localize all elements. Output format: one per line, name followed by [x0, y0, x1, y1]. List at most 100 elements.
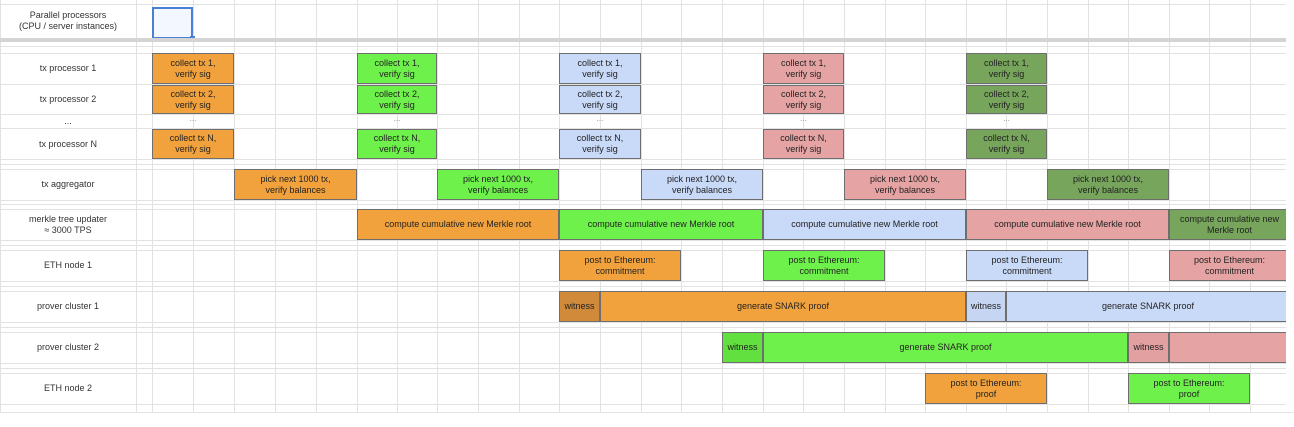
block-label: generate SNARK proof: [899, 342, 992, 352]
block-label: collect tx 1, verify sig: [983, 57, 1030, 79]
timeline-block-agg: pick next 1000 tx, verify balances: [844, 169, 966, 200]
ellipsis-marker: ...: [189, 114, 197, 123]
grid-column-line: [681, 0, 682, 412]
block-label: collect tx 1, verify sig: [577, 57, 623, 79]
grid-column-line: [316, 0, 317, 412]
timeline-block-prov1: generate SNARK proof: [600, 291, 966, 322]
grid-row-line: [0, 332, 1294, 333]
row-label-dots: ...: [64, 116, 72, 126]
timeline-block-txN: collect tx N, verify sig: [763, 129, 844, 159]
timeline-block-eth1: post to Ethereum: commitment: [1169, 250, 1290, 281]
grid-column-line: [1047, 0, 1048, 412]
block-label: post to Ethereum: commitment: [1193, 254, 1266, 276]
grid-column-line: [600, 0, 601, 412]
block-label: collect tx 2, verify sig: [983, 88, 1030, 110]
grid-column-line: [1006, 0, 1007, 412]
block-label: collect tx 1, verify sig: [374, 57, 420, 79]
timeline-block-tx1: collect tx 1, verify sig: [966, 53, 1047, 84]
ellipsis-marker: ...: [393, 114, 401, 123]
selected-cell[interactable]: [152, 7, 195, 41]
block-label: pick next 1000 tx, verify balances: [666, 173, 738, 195]
timeline-block-tx2: collect tx 2, verify sig: [763, 85, 844, 114]
grid-column-line: [193, 0, 194, 412]
grid-row-line: [0, 368, 1294, 369]
row-label-tx2: tx processor 2: [39, 94, 97, 104]
block-label: witness: [970, 301, 1001, 311]
grid-row-line: [0, 245, 1294, 246]
timeline-block-txN: collect tx N, verify sig: [357, 129, 437, 159]
grid-row-line: [0, 84, 1294, 85]
grid-column-line: [1088, 0, 1089, 412]
grid-column-line: [152, 0, 153, 412]
block-label: pick next 1000 tx, verify balances: [462, 173, 534, 195]
block-label: post to Ethereum: commitment: [788, 254, 860, 276]
timeline-block-eth2: post to Ethereum: proof: [925, 373, 1047, 404]
row-label-prov1: prover cluster 1: [36, 301, 100, 311]
header-title: Parallel processors (CPU / server instan…: [18, 10, 118, 31]
grid-column-line: [803, 0, 804, 412]
row-label-eth2: ETH node 2: [43, 383, 93, 393]
grid-row-line: [0, 114, 1294, 115]
grid-column-line: [722, 0, 723, 412]
grid-row-line: [0, 322, 1294, 323]
grid-row-line: [0, 373, 1294, 374]
grid-column-line: [1128, 0, 1129, 412]
timeline-block-eth1: post to Ethereum: commitment: [559, 250, 681, 281]
block-label: collect tx 1, verify sig: [780, 57, 827, 79]
timeline-block-txN: collect tx N, verify sig: [152, 129, 234, 159]
grid-row-line: [0, 412, 1294, 413]
block-label: witness: [727, 342, 758, 352]
grid-column-line: [0, 0, 1, 412]
grid-row-line: [0, 200, 1294, 201]
block-label: post to Ethereum: commitment: [584, 254, 656, 276]
row-label-agg: tx aggregator: [41, 179, 95, 189]
grid-row-line: [0, 4, 1294, 5]
block-label: generate SNARK proof: [1101, 301, 1195, 311]
grid-row-line: [0, 159, 1294, 160]
block-label: compute cumulative new Merkle root: [587, 219, 735, 229]
block-label: pick next 1000 tx, verify balances: [1072, 173, 1144, 195]
grid-column-line: [234, 0, 235, 412]
row-label-eth1: ETH node 1: [43, 260, 93, 270]
grid-column-line: [478, 0, 479, 412]
grid-row-line: [0, 204, 1294, 205]
timeline-block-tx2: collect tx 2, verify sig: [152, 85, 234, 114]
grid-column-line: [763, 0, 764, 412]
timeline-block-eth1: post to Ethereum: commitment: [763, 250, 885, 281]
row-label-txN: tx processor N: [38, 138, 98, 149]
timeline-block-agg: pick next 1000 tx, verify balances: [437, 169, 559, 200]
grid-row-line: [0, 164, 1294, 165]
block-label: collect tx N, verify sig: [576, 133, 624, 154]
grid-column-line: [1209, 0, 1210, 412]
grid-column-line: [519, 0, 520, 412]
timeline-block-prov1: generate SNARK proof: [1006, 291, 1290, 322]
block-label: witness: [1133, 342, 1164, 352]
block-label: post to Ethereum: commitment: [991, 254, 1063, 276]
row-label-prov2: prover cluster 2: [36, 342, 100, 352]
timeline-block-txN: collect tx N, verify sig: [559, 129, 641, 159]
timeline-block-prov2: witness: [722, 332, 763, 363]
block-label: pick next 1000 tx, verify balances: [869, 173, 941, 195]
grid-row-line: [0, 128, 1294, 129]
ellipsis-marker: ...: [1003, 114, 1010, 123]
grid-column-line: [357, 0, 358, 412]
block-label: pick next 1000 tx, verify balances: [260, 173, 331, 195]
grid-column-line: [136, 0, 137, 412]
timeline-block-prov2: [1169, 332, 1290, 363]
grid-row-line: [0, 404, 1294, 405]
timeline-block-merkle: compute cumulative new Merkle root: [357, 209, 559, 240]
grid-column-line: [437, 0, 438, 412]
grid-row-line: [0, 46, 1294, 47]
block-label: collect tx N, verify sig: [983, 133, 1030, 154]
timeline-block-merkle: compute cumulative new Merkle root: [559, 209, 763, 240]
timeline-block-agg: pick next 1000 tx, verify balances: [641, 169, 763, 200]
grid-column-line: [844, 0, 845, 412]
timeline-block-tx2: collect tx 2, verify sig: [357, 85, 437, 114]
row-label-tx1: tx processor 1: [39, 63, 97, 73]
ellipsis-marker: ...: [800, 114, 807, 123]
block-label: collect tx 2, verify sig: [780, 88, 827, 110]
timeline-block-eth1: post to Ethereum: commitment: [966, 250, 1088, 281]
timeline-block-tx1: collect tx 1, verify sig: [559, 53, 641, 84]
block-label: collect tx 2, verify sig: [374, 88, 420, 110]
